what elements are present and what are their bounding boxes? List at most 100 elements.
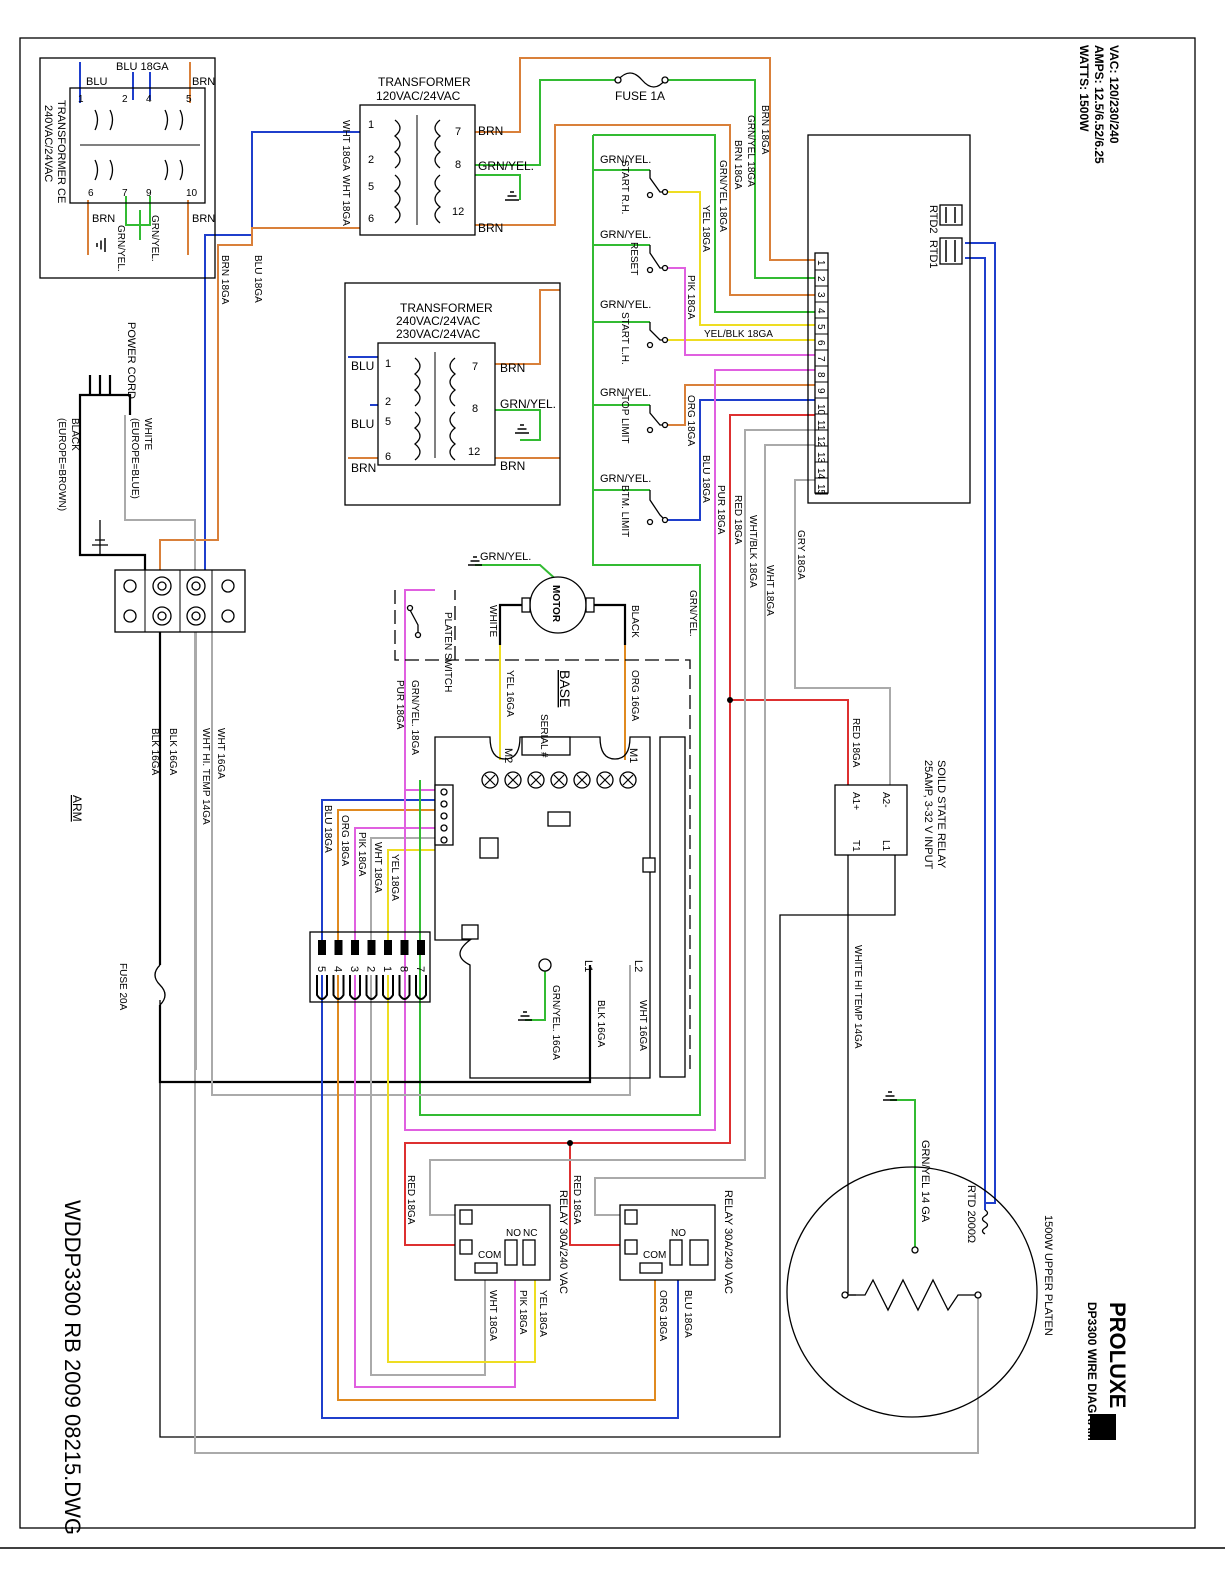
terminal-number: 8 (815, 372, 826, 378)
switch-reset-label: RESET (628, 242, 639, 275)
ssr-rating: 25AMP, 3-32 V INPUT (922, 760, 934, 870)
ssr-red-label: RED 18GA (850, 718, 861, 768)
t120-pin: 7 (455, 126, 461, 138)
switch-ground-label: GRN/YEL. (600, 154, 651, 166)
terminal-number: 3 (815, 292, 826, 298)
ce-pin: 1 (78, 94, 84, 105)
wire-cord-white (124, 415, 196, 580)
switch-ground-label: GRN/YEL. (600, 299, 651, 311)
relay-left-no: NO (506, 1228, 521, 1239)
wire-wht (594, 444, 815, 1216)
wire-red-ssr (730, 699, 849, 790)
wire-ce-brn (87, 62, 191, 255)
platen-rtd-label: RTD 2000Ω (965, 1185, 977, 1243)
wire-platen-ground (890, 1099, 916, 1250)
relay-left-com: COM (478, 1250, 501, 1261)
spec-block: VAC: 120/230/240 AMPS: 12.5/6.52/6.25 WA… (1077, 45, 1121, 164)
terminal-number: 9 (815, 388, 826, 394)
wire-org-harness (337, 809, 656, 1401)
t240-pin: 12 (468, 446, 480, 458)
relay-left-yel: YEL 18GA (537, 1290, 548, 1337)
ssr-title: SOILD STATE RELAY (935, 760, 947, 869)
connector-pin-number: 2 (365, 966, 377, 972)
cord-black: BLACK (69, 418, 80, 451)
brand-block: PROLUXE DP3300 WIRE DIAGRAM (1085, 1302, 1130, 1441)
wire-label: WHT 18GA (372, 842, 383, 893)
ce-pin: 5 (186, 94, 192, 105)
t120-pin: 6 (368, 213, 374, 225)
wire-label: ORG 18GA (339, 815, 350, 866)
wire-ssr-t1 (847, 855, 856, 1296)
switch-start-lh-label: START L.H. (619, 312, 630, 365)
page-border (19, 37, 1196, 1529)
connector-pin-number: 8 (398, 966, 410, 972)
ce-pin: 4 (146, 94, 152, 105)
wire-label: GRY 18GA (795, 530, 806, 580)
relay-right-rating: RELAY 30A/240 VAC (722, 1190, 734, 1294)
t120-out-mid: GRN/YEL. (478, 159, 534, 173)
rtd-sensor-icon (981, 1209, 989, 1235)
board-m1: M1 (627, 748, 639, 763)
relay-right-no: NO (671, 1228, 686, 1239)
wire-label: WHT 18GA (764, 565, 775, 616)
t240-pin: 8 (472, 403, 478, 415)
terminal-number: 5 (815, 324, 826, 330)
connector-pin-icon (382, 975, 394, 1000)
relay-left-rating: RELAY 30A/240 VAC (557, 1190, 569, 1294)
wire-org-top (665, 384, 815, 426)
ce-pin: 2 (122, 94, 128, 105)
ground-icon (517, 1011, 533, 1021)
connector-pin-number: 1 (381, 966, 393, 972)
wire-yel-start-rh (665, 191, 815, 326)
board-l1: L1 (582, 960, 594, 972)
ssr-a2: A2- (880, 792, 891, 808)
connector-pin-icon (398, 975, 411, 1000)
wire-label: WHT/BLK 18GA (747, 515, 758, 588)
motor-yel-label: YEL 16GA (504, 670, 515, 717)
motor-white-label: WHITE (487, 605, 498, 638)
wire-pik-reset (665, 267, 815, 356)
wire-rtd (965, 242, 996, 1210)
switch-start-rh: GRN/YEL. START R.H. (600, 154, 669, 214)
relay-left-wht: WHT 18GA (487, 1290, 498, 1341)
t240-pin: 5 (385, 416, 391, 428)
wire-label: WHT 16GA (215, 728, 226, 779)
ssr-a1: A1+ (850, 792, 861, 810)
drawing-number: WDDP3300 RB 2009 08215.DWG (60, 1200, 85, 1535)
ce-title: TRANSFORMER CE (55, 100, 67, 203)
switch-btm-limit: GRN/YEL. BTM. LIMIT (600, 473, 669, 537)
wire-label: PIK 18GA (356, 832, 367, 877)
wire-ce-blu (79, 62, 151, 103)
wires (78, 57, 996, 1454)
diagram-title: DP3300 WIRE DIAGRAM (1085, 1302, 1099, 1441)
cord-black-eu: (EUROPE=BROWN) (56, 418, 67, 511)
spec-amps: AMPS: 12.5/6.52/6.25 (1092, 45, 1106, 164)
motor-ground-label: GRN/YEL. (480, 551, 531, 563)
switch-top-limit-label: TOP LIMIT (619, 395, 630, 444)
ce-pin: 6 (88, 188, 94, 199)
cord-white: WHITE (142, 418, 153, 451)
platen-circle (786, 1166, 1038, 1418)
power-cord: POWER CORD WHITE (EUROPE=BLUE) BLACK (EU… (56, 322, 153, 555)
t120-pin: 2 (368, 154, 374, 166)
transformer-ce: BLU BLU 18GA BRN TRANSFORMER CE 240VAC/2… (39, 57, 216, 279)
controller-box (807, 134, 971, 504)
ce-pin: 10 (186, 188, 198, 199)
switch-reset: GRN/YEL. RESET (600, 229, 669, 275)
relay-right-red: RED 18GA (571, 1175, 582, 1225)
ce-pin: 7 (122, 188, 128, 199)
ce-ground-left: GRN/YEL. (115, 225, 126, 272)
base-outline (394, 590, 691, 1075)
t240-in-mid: BLU (351, 417, 374, 431)
ce-rating: 240VAC/24VAC (42, 105, 54, 182)
terminal-block (814, 252, 829, 494)
fuse-20a: FUSE 20A (117, 963, 166, 1011)
platen-switch-label: PLATEN SWITCH (442, 612, 453, 692)
wire-label: PUR 18GA (394, 680, 405, 730)
wire-grn-switch-bus (419, 135, 701, 1116)
wire-fuse-1a (475, 79, 815, 279)
wire-label: BLK 16GA (167, 728, 178, 776)
wire-cord-black (78, 415, 147, 580)
connector-pin-icon (365, 975, 378, 1000)
